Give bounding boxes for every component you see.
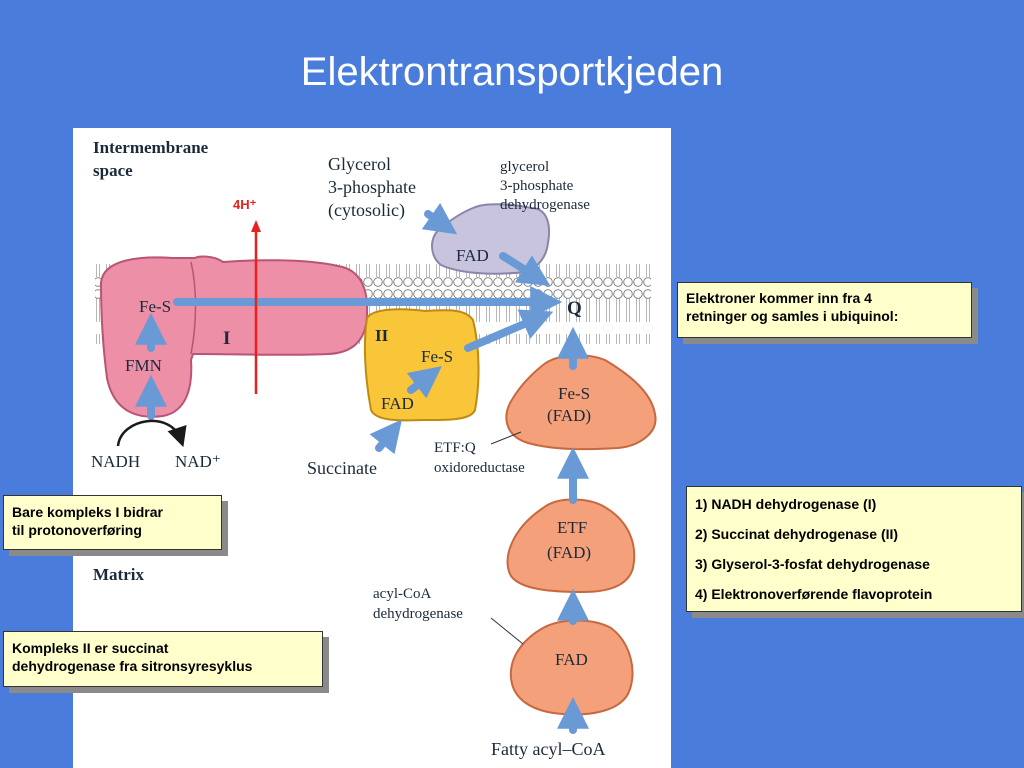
complex-list-item-4: 4) Elektronoverførende flavoprotein <box>695 586 933 602</box>
complex-II-fad-label: FAD <box>381 394 414 413</box>
arrow-fad-to-fes <box>406 366 442 399</box>
g3p-enzyme-line2: 3-phosphate <box>500 178 574 194</box>
complex-list-item-1: 1) NADH dehydrogenase (I) <box>695 496 877 512</box>
etf-name-label: ETF <box>557 518 587 537</box>
acyl-coa-dehydrogenase: FAD <box>509 619 634 716</box>
complex-II: II Fe-S FAD <box>363 308 480 422</box>
ubiquinone-label: Q <box>567 298 582 319</box>
callout-entry-note: Elektroner kommer inn fra 4 retninger og… <box>677 282 972 338</box>
arrow-g3p-to-enzyme <box>421 202 458 235</box>
complex-list-item-3: 3) Glyserol-3-fosfat dehydrogenase <box>695 556 930 572</box>
arrow-g3p-enzyme-to-q <box>499 252 551 286</box>
complex-II-fes-label: Fe-S <box>421 347 453 366</box>
intermembrane-label-line1: Intermembrane <box>93 138 209 157</box>
nadh-label: NADH <box>91 452 140 471</box>
electron-flow-arrows <box>135 202 589 734</box>
etf-q-oxidoreductase: Fe-S (FAD) <box>505 354 657 451</box>
acyl-enzyme-line2: dehydrogenase <box>373 606 463 622</box>
acyl-pointer <box>490 617 524 645</box>
complex-II-numeral: II <box>375 326 389 345</box>
callout-complex2-line2: dehydrogenase fra sitronsyresyklus <box>12 658 253 674</box>
g3p-enzyme-line3: dehydrogenase <box>500 197 590 213</box>
proton-label: 4H⁺ <box>233 197 257 212</box>
etf-q-fad-label: (FAD) <box>547 406 591 425</box>
g3p-fad-label: FAD <box>456 246 489 265</box>
fatty-acyl-coa-label: Fatty acyl–CoA <box>491 739 606 759</box>
complex-I-fmn-label: FMN <box>125 356 162 375</box>
nad-plus-label: NAD⁺ <box>175 452 221 471</box>
complex-I-numeral: I <box>223 328 230 349</box>
complex-list-item-2: 2) Succinat dehydrogenase (II) <box>695 526 899 542</box>
succinate-label: Succinate <box>307 458 377 478</box>
complex-I: Fe-S I FMN <box>99 255 369 418</box>
g3p-substrate-line3: (cytosolic) <box>328 200 405 221</box>
etf-q-label-line1: ETF:Q <box>434 440 476 456</box>
nadh-oxidation-arrow <box>116 419 187 448</box>
callout-complex-list: 1) NADH dehydrogenase (I) 2) Succinat de… <box>686 486 1022 612</box>
callout-complex2-note: Kompleks II er succinat dehydrogenase fr… <box>3 631 323 687</box>
complex-I-fes-label: Fe-S <box>139 297 171 316</box>
etf-q-label-line2: oxidoreductase <box>434 460 525 476</box>
proton-pump-indicator <box>251 220 261 394</box>
g3p-dehydrogenase: FAD <box>431 203 550 275</box>
acyl-enzyme-line1: acyl-CoA <box>373 586 431 602</box>
callout-entry-line1: Elektroner kommer inn fra 4 <box>686 290 872 306</box>
etf-q-pointer <box>490 431 522 445</box>
callout-proton-note: Bare kompleks I bidrar til protonoverfør… <box>3 495 222 550</box>
etf-q-fes-label: Fe-S <box>558 384 590 403</box>
g3p-substrate-line2: 3-phosphate <box>328 177 416 197</box>
callout-proton-line2: til protonoverføring <box>12 522 142 538</box>
callout-complex2-line1: Kompleks II er succinat <box>12 640 169 656</box>
callout-entry-line2: retninger og samles i ubiquinol: <box>686 308 899 324</box>
acyl-fad-label: FAD <box>555 650 588 669</box>
arrow-complex-II-to-q <box>464 309 554 352</box>
slide-title: Elektrontransportkjeden <box>300 50 724 94</box>
etf-fad-label: (FAD) <box>547 543 591 562</box>
intermembrane-label-line2: space <box>93 161 133 180</box>
matrix-label: Matrix <box>93 565 144 584</box>
callout-proton-line1: Bare kompleks I bidrar <box>12 504 163 520</box>
figure-diagram: Fe-S I FMN II Fe-S FAD FAD Fe-S (FAD) ET… <box>91 138 657 759</box>
g3p-substrate-line1: Glycerol <box>328 154 391 174</box>
arrow-succinate-to-fad <box>369 419 402 455</box>
etf-protein: ETF (FAD) <box>506 498 636 594</box>
g3p-enzyme-line1: glycerol <box>500 159 549 175</box>
